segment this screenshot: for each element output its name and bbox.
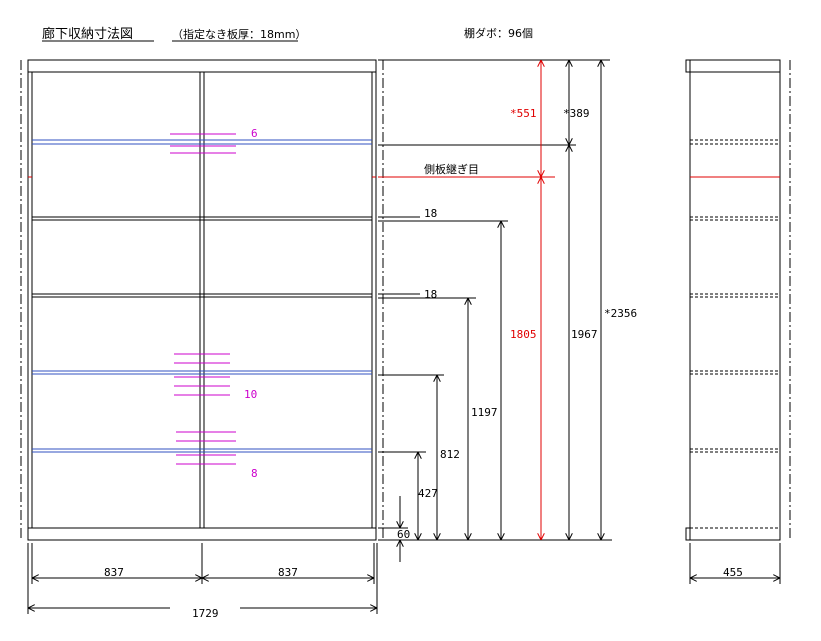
- dim-upper-section-label: 1967: [571, 328, 598, 341]
- dim-red-lower-label: 1805: [510, 328, 537, 341]
- width-dimension-lines: [27, 543, 378, 614]
- dim-red-upper-label: *551: [510, 107, 537, 120]
- dim-812-label: 812: [440, 448, 460, 461]
- dowel-group-middle-count: 10: [244, 388, 257, 401]
- board-thickness-note: （指定なき板厚：18mm）: [172, 27, 306, 41]
- side-panel-outline: [689, 59, 781, 541]
- dowel-group-top-count: 6: [251, 127, 258, 140]
- front-view: [20, 59, 384, 541]
- side-view: [685, 59, 791, 584]
- drawing-title: 廊下収納寸法図: [42, 26, 133, 42]
- dim-top-part-label: *389: [563, 107, 590, 120]
- shelf-thickness-2: 18: [424, 288, 437, 301]
- dim-total-width-label: 1729: [192, 607, 219, 620]
- dim-plinth-label: 60: [397, 528, 410, 541]
- dim-depth-label: 455: [723, 566, 743, 579]
- dim-427-label: 427: [418, 487, 438, 500]
- dim-col-left-label: 837: [104, 566, 124, 579]
- side-bottom-edge: [685, 527, 691, 541]
- dowel-markers: [170, 133, 236, 465]
- side-top-edge: [685, 59, 691, 73]
- bottom-plinth: [27, 527, 377, 541]
- dim-total-height-label: *2356: [604, 307, 637, 320]
- right-side-panel: [371, 71, 377, 529]
- dim-col-right-label: 837: [278, 566, 298, 579]
- left-side-panel: [27, 71, 33, 529]
- adjustable-shelves: [32, 139, 372, 453]
- joint-label: 側板継ぎ目: [424, 162, 479, 176]
- shelf-thickness-1: 18: [424, 207, 437, 220]
- dim-1197-label: 1197: [471, 406, 498, 419]
- top-board: [27, 59, 377, 73]
- red-dimension-lines: [378, 60, 555, 540]
- height-dimension-lines: [378, 59, 612, 562]
- dowel-group-bottom-count: 8: [251, 467, 258, 480]
- shelf-dowel-count: 棚ダボ：96個: [464, 26, 533, 40]
